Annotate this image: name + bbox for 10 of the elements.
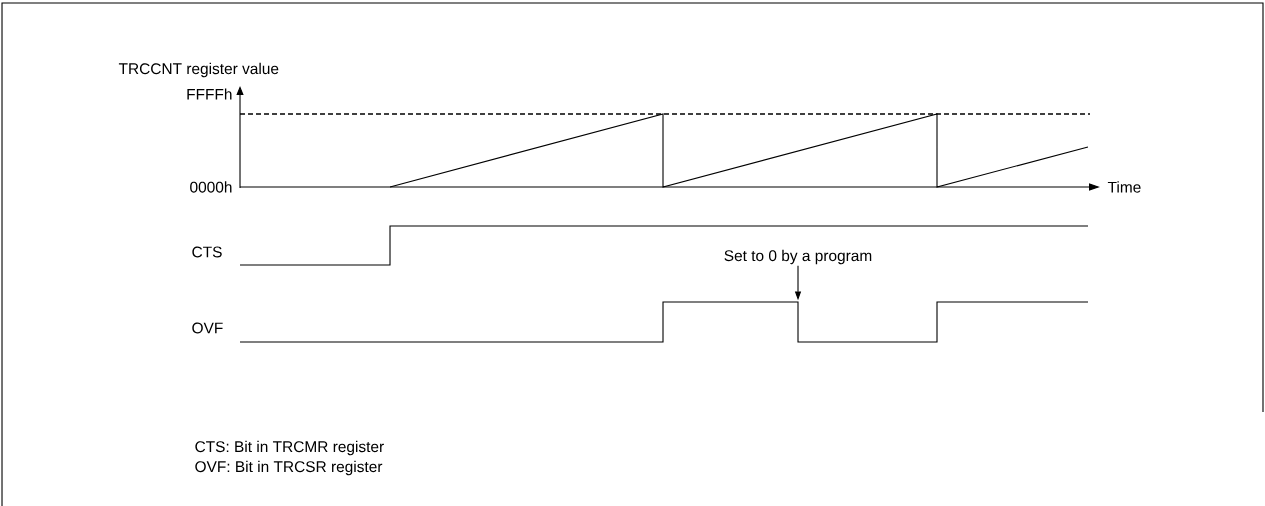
ovf-waveform-drawing (239, 301, 1089, 343)
signal-label: CTS (192, 246, 222, 258)
note: OVF: Bit in TRCSR register (195, 460, 383, 476)
signal-label: OVF (192, 322, 223, 334)
note: CTS: Bit in TRCMR register (195, 440, 384, 456)
axis-label: TRCCNT register value (118, 62, 279, 78)
tick-label: 0000h (190, 181, 232, 193)
tick-label: FFFFh (187, 88, 232, 100)
axis-label: Time (1107, 181, 1141, 193)
annotation-text: Set to 0 by a program (724, 249, 872, 265)
